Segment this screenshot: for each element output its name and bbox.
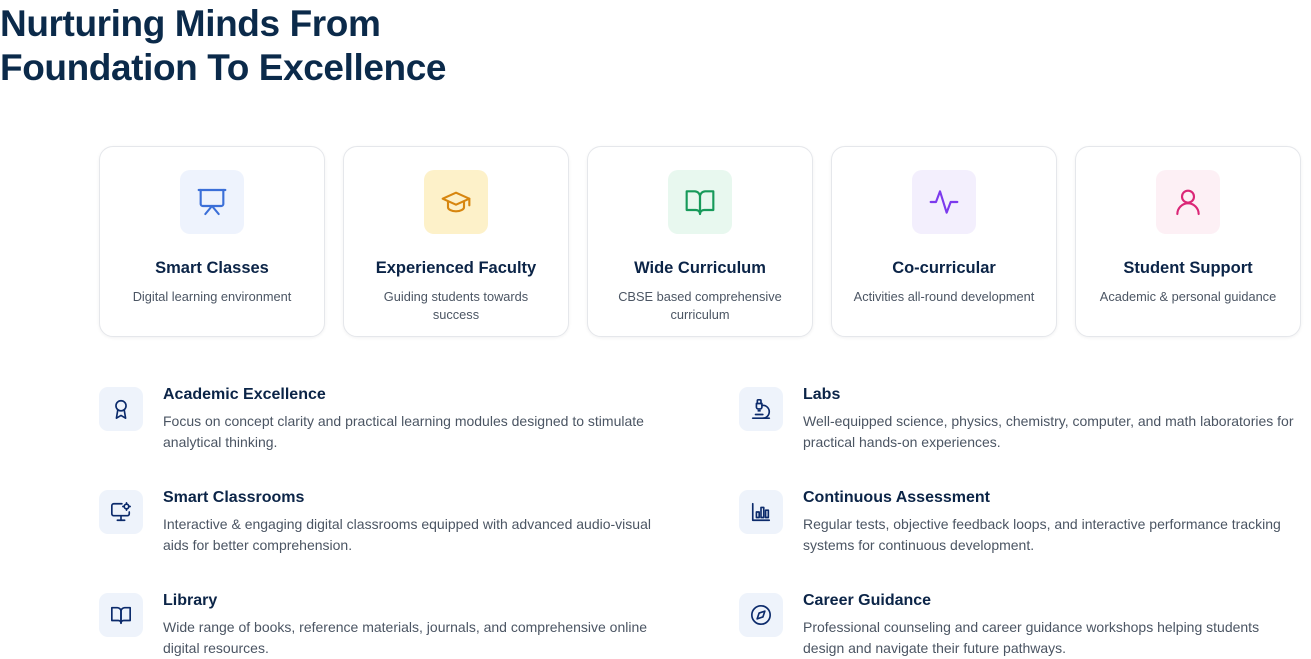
feature-title: Smart Classrooms: [163, 489, 305, 506]
card-icon-box: [424, 170, 488, 234]
feature-icon-box: [99, 593, 143, 637]
feature-icon-box: [739, 593, 783, 637]
card-icon-box: [668, 170, 732, 234]
card-co-curricular[interactable]: Co-curricular Activities all-round devel…: [831, 146, 1057, 337]
activity-pulse-icon: [929, 190, 959, 214]
feature-description: Professional counseling and career guida…: [803, 619, 1260, 656]
compass-icon: [751, 605, 771, 625]
card-description: Guiding students towards success: [383, 289, 529, 322]
graduation-cap-icon: [441, 191, 471, 213]
card-title: Co-curricular: [892, 259, 996, 277]
feature-icon-box: [739, 490, 783, 534]
feature-smart-classrooms: Smart Classrooms Interactive & engaging …: [99, 487, 659, 556]
feature-description: Focus on concept clarity and practical l…: [163, 413, 644, 450]
card-title: Experienced Faculty: [375, 259, 537, 277]
card-wide-curriculum[interactable]: Wide Curriculum CBSE based comprehensive…: [587, 146, 813, 337]
feature-title: Career Guidance: [803, 592, 932, 609]
feature-icon-box: [739, 387, 783, 431]
card-experienced-faculty[interactable]: Experienced Faculty Guiding students tow…: [343, 146, 569, 337]
feature-description: Interactive & engaging digital classroom…: [163, 516, 651, 553]
card-smart-classes[interactable]: Smart Classes Digital learning environme…: [99, 146, 325, 337]
feature-labs: Labs Well-equipped science, physics, che…: [739, 384, 1299, 453]
award-ribbon-icon: [115, 399, 127, 419]
card-description: Academic & personal guidance: [1099, 289, 1277, 304]
card-description: Activities all-round development: [853, 289, 1035, 304]
user-icon: [1176, 189, 1200, 216]
card-title: Wide Curriculum: [634, 259, 766, 277]
feature-description: Regular tests, objective feedback loops,…: [803, 516, 1281, 553]
card-title: Smart Classes: [155, 259, 269, 277]
book-icon: [111, 606, 131, 625]
feature-continuous-assessment: Continuous Assessment Regular tests, obj…: [739, 487, 1299, 556]
card-icon-box: [912, 170, 976, 234]
feature-icon-box: [99, 387, 143, 431]
page-title-line-2: Foundation To Excellence: [0, 47, 447, 88]
microscope-icon: [751, 399, 771, 419]
feature-title: Academic Excellence: [163, 386, 326, 403]
feature-description: Well-equipped science, physics, chemistr…: [803, 413, 1294, 450]
highlight-cards: Smart Classes Digital learning environme…: [99, 146, 1301, 337]
card-student-support[interactable]: Student Support Academic & personal guid…: [1075, 146, 1301, 337]
feature-description: Wide range of books, reference materials…: [163, 619, 648, 656]
feature-icon-box: [99, 490, 143, 534]
feature-academic-excellence: Academic Excellence Focus on concept cla…: [99, 384, 659, 453]
card-description: Digital learning environment: [132, 289, 292, 304]
feature-title: Continuous Assessment: [803, 489, 990, 506]
presentation-board-icon: [197, 188, 227, 216]
feature-library: Library Wide range of books, reference m…: [99, 590, 659, 659]
feature-career-guidance: Career Guidance Professional counseling …: [739, 590, 1299, 659]
bar-chart-icon: [751, 502, 771, 522]
card-icon-box: [1156, 170, 1220, 234]
feature-title: Library: [163, 592, 218, 609]
page-title-line-1: Nurturing Minds From: [0, 3, 381, 44]
page-title: Nurturing Minds From Foundation To Excel…: [0, 2, 447, 90]
feature-title: Labs: [803, 386, 841, 403]
card-title: Student Support: [1123, 259, 1253, 277]
monitor-settings-icon: [111, 502, 131, 522]
card-description: CBSE based comprehensive curriculum: [618, 289, 782, 322]
open-book-icon: [685, 190, 715, 216]
card-icon-box: [180, 170, 244, 234]
